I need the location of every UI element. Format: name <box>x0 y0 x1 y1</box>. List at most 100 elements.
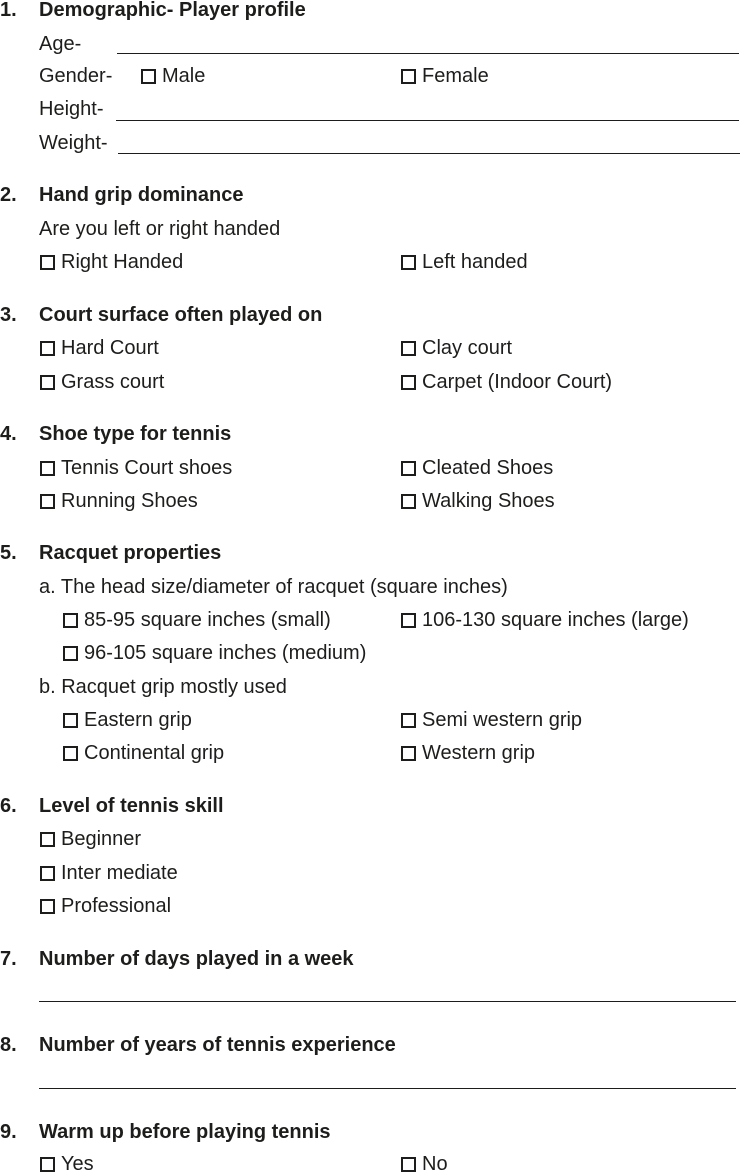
option-carpet-court[interactable]: Carpet (Indoor Court) <box>401 370 612 394</box>
age-input-line[interactable] <box>117 53 739 54</box>
option-label: Continental grip <box>84 742 225 764</box>
option-label: Female <box>422 65 489 87</box>
q5-number: 5. <box>0 542 17 564</box>
option-label: 96-105 square inches (medium) <box>84 642 367 664</box>
checkbox-icon[interactable] <box>40 374 55 390</box>
gender-label: Gender- <box>39 65 113 87</box>
checkbox-icon[interactable] <box>40 493 55 509</box>
option-eastern-grip[interactable]: Eastern grip <box>63 708 192 732</box>
checkbox-icon[interactable] <box>401 612 416 628</box>
q6-number: 6. <box>0 795 17 817</box>
weight-label: Weight- <box>39 132 108 154</box>
option-label: Left handed <box>422 251 528 273</box>
option-left-handed[interactable]: Left handed <box>401 250 528 274</box>
q4-number: 4. <box>0 423 17 445</box>
years-experience-input-line[interactable] <box>39 1088 736 1089</box>
checkbox-icon[interactable] <box>40 898 55 914</box>
option-label: Western grip <box>422 742 536 764</box>
days-per-week-input-line[interactable] <box>39 1001 736 1002</box>
option-label: Cleated Shoes <box>422 457 554 479</box>
checkbox-icon[interactable] <box>141 68 156 84</box>
q2-number: 2. <box>0 184 17 206</box>
option-male[interactable]: Male <box>141 64 205 88</box>
weight-input-line[interactable] <box>118 153 740 154</box>
option-semi-western-grip[interactable]: Semi western grip <box>401 708 582 732</box>
option-label: Carpet (Indoor Court) <box>422 371 613 393</box>
q5-part-a-prompt: a. The head size/diameter of racquet (sq… <box>39 576 508 598</box>
q8-title: Number of years of tennis experience <box>39 1034 396 1056</box>
q5-title: Racquet properties <box>39 542 222 564</box>
checkbox-icon[interactable] <box>40 254 55 270</box>
option-label: Eastern grip <box>84 709 192 731</box>
option-western-grip[interactable]: Western grip <box>401 741 535 765</box>
checkbox-icon[interactable] <box>401 460 416 476</box>
option-grass-court[interactable]: Grass court <box>40 370 164 394</box>
option-label: Right Handed <box>61 251 184 273</box>
checkbox-icon[interactable] <box>401 712 416 728</box>
q1-title: Demographic- Player profile <box>39 0 306 21</box>
q2-title: Hand grip dominance <box>39 184 244 206</box>
option-label: Male <box>162 65 206 87</box>
option-walking-shoes[interactable]: Walking Shoes <box>401 489 555 513</box>
checkbox-icon[interactable] <box>40 865 55 881</box>
option-label: Inter mediate <box>61 862 178 884</box>
q9-number: 9. <box>0 1121 17 1143</box>
option-cleated-shoes[interactable]: Cleated Shoes <box>401 456 553 480</box>
option-head-medium[interactable]: 96-105 square inches (medium) <box>63 641 366 665</box>
checkbox-icon[interactable] <box>401 340 416 356</box>
q5-part-b-prompt: b. Racquet grip mostly used <box>39 676 287 698</box>
q6-title: Level of tennis skill <box>39 795 224 817</box>
option-label: Yes <box>61 1153 94 1175</box>
q3-title: Court surface often played on <box>39 304 323 326</box>
checkbox-icon[interactable] <box>63 645 78 661</box>
checkbox-icon[interactable] <box>401 68 416 84</box>
option-label: Professional <box>61 895 172 917</box>
checkbox-icon[interactable] <box>63 712 78 728</box>
option-no[interactable]: No <box>401 1152 448 1176</box>
option-beginner[interactable]: Beginner <box>40 827 141 851</box>
option-head-large[interactable]: 106-130 square inches (large) <box>401 608 689 632</box>
option-yes[interactable]: Yes <box>40 1152 94 1176</box>
q2-prompt: Are you left or right handed <box>39 218 281 240</box>
option-label: Clay court <box>422 337 513 359</box>
option-running-shoes[interactable]: Running Shoes <box>40 489 198 513</box>
checkbox-icon[interactable] <box>401 1156 416 1172</box>
age-label: Age- <box>39 33 82 55</box>
option-female[interactable]: Female <box>401 64 489 88</box>
q4-title: Shoe type for tennis <box>39 423 232 445</box>
checkbox-icon[interactable] <box>40 1156 55 1172</box>
option-label: Semi western grip <box>422 709 583 731</box>
option-professional[interactable]: Professional <box>40 894 171 918</box>
checkbox-icon[interactable] <box>63 745 78 761</box>
checkbox-icon[interactable] <box>401 374 416 390</box>
option-label: Tennis Court shoes <box>61 457 233 479</box>
q8-number: 8. <box>0 1034 17 1056</box>
option-clay-court[interactable]: Clay court <box>401 336 512 360</box>
option-hard-court[interactable]: Hard Court <box>40 336 159 360</box>
option-label: Beginner <box>61 828 142 850</box>
checkbox-icon[interactable] <box>63 612 78 628</box>
option-label: No <box>422 1153 448 1175</box>
option-label: 85-95 square inches (small) <box>84 609 331 631</box>
height-input-line[interactable] <box>116 120 739 121</box>
option-label: 106-130 square inches (large) <box>422 609 689 631</box>
option-label: Running Shoes <box>61 490 198 512</box>
q7-title: Number of days played in a week <box>39 948 354 970</box>
option-label: Walking Shoes <box>422 490 555 512</box>
option-tennis-court-shoes[interactable]: Tennis Court shoes <box>40 456 232 480</box>
height-label: Height- <box>39 98 104 120</box>
q7-number: 7. <box>0 948 17 970</box>
checkbox-icon[interactable] <box>40 831 55 847</box>
option-intermediate[interactable]: Inter mediate <box>40 861 178 885</box>
option-continental-grip[interactable]: Continental grip <box>63 741 224 765</box>
option-label: Grass court <box>61 371 165 393</box>
checkbox-icon[interactable] <box>401 493 416 509</box>
option-head-small[interactable]: 85-95 square inches (small) <box>63 608 331 632</box>
checkbox-icon[interactable] <box>401 254 416 270</box>
checkbox-icon[interactable] <box>40 340 55 356</box>
q3-number: 3. <box>0 304 17 326</box>
checkbox-icon[interactable] <box>40 460 55 476</box>
q1-number: 1. <box>0 0 17 21</box>
option-right-handed[interactable]: Right Handed <box>40 250 183 274</box>
checkbox-icon[interactable] <box>401 745 416 761</box>
